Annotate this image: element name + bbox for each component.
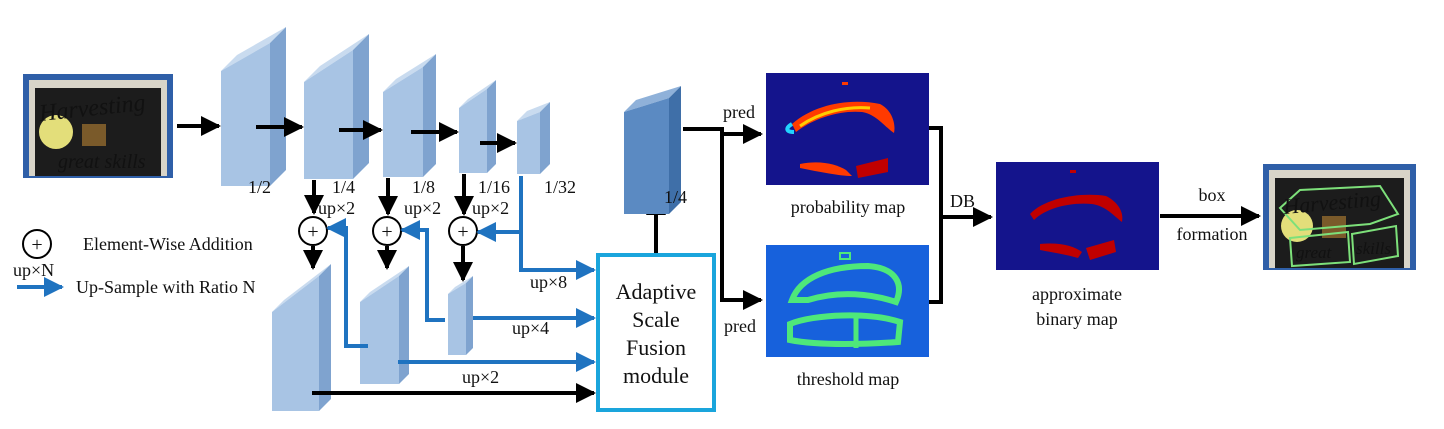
backbone-arrows (177, 116, 517, 153)
backbone-block-4 (459, 80, 496, 173)
output-image-text-bottom-2: skills (1356, 239, 1391, 258)
legend-upsample-symbol: up×N (13, 260, 54, 280)
addition-node-2: + (372, 216, 402, 246)
scale-label-1-8: 1/8 (412, 177, 435, 197)
backbone-block-5 (517, 102, 550, 174)
upsample-arrows (326, 176, 596, 372)
plus-icon: + (31, 234, 42, 256)
scale-label-1-16: 1/16 (478, 177, 510, 197)
fpn-up-label-2: up×2 (404, 198, 441, 218)
asf-label-line-3: Fusion (626, 335, 686, 360)
scale-label-1-32: 1/32 (544, 177, 576, 197)
yellow-circle-icon (39, 115, 73, 149)
legend: + Element-Wise Addition up×N Up-Sample w… (13, 229, 255, 297)
db-label: DB (950, 191, 975, 211)
output-image-text-bottom-1: great (1296, 243, 1333, 262)
plus-icon: + (457, 221, 468, 243)
fpn-up-label-1: up×2 (318, 198, 355, 218)
fusion-label-up8: up×8 (530, 272, 567, 292)
pred-label-bottom: pred (724, 316, 756, 336)
pred-label-top: pred (723, 102, 755, 122)
legend-addition-label: Element-Wise Addition (83, 234, 253, 254)
backbone-block-2 (304, 34, 369, 179)
db-arrows (929, 126, 993, 304)
pred-arrows (683, 124, 763, 310)
fpn-block-1 (272, 264, 331, 411)
lateral-arrows (303, 174, 474, 282)
asf-label-line-1: Adaptive (616, 279, 697, 304)
backbone-block-1 (221, 27, 286, 186)
fused-feature-block (624, 86, 681, 214)
approximate-binary-map-label-line-1: approximate (1032, 284, 1122, 304)
fpn-block-3 (448, 276, 473, 355)
threshold-map (766, 245, 929, 357)
approximate-binary-map-label-line-2: binary map (1036, 309, 1117, 329)
feature-scale-label: 1/4 (664, 187, 687, 207)
asf-module: Adaptive Scale Fusion module (596, 253, 716, 412)
threshold-map-label: threshold map (797, 369, 899, 389)
legend-upsample-label: Up-Sample with Ratio N (76, 277, 255, 297)
plus-icon: + (381, 221, 392, 243)
fusion-label-up2: up×2 (462, 367, 499, 387)
box-formation-label-line-1: box (1199, 185, 1226, 205)
legend-addition-symbol: + (22, 229, 52, 259)
input-image: Harvesting great skills (23, 74, 173, 178)
box-formation-label-line-2: formation (1177, 224, 1248, 244)
probability-map (766, 73, 929, 185)
output-image: Harvesting great skills (1263, 164, 1416, 270)
addition-node-3: + (448, 216, 478, 246)
fpn-up-label-3: up×2 (472, 198, 509, 218)
addition-node-1: + (298, 216, 328, 246)
plus-icon: + (307, 221, 318, 243)
approximate-binary-map (996, 162, 1159, 270)
probability-map-label: probability map (791, 197, 905, 217)
asf-label-line-4: module (623, 363, 689, 388)
fpn-block-2 (360, 266, 409, 384)
asf-label-line-2: Scale (632, 307, 680, 332)
fusion-label-up4: up×4 (512, 318, 549, 338)
scale-label-1-2: 1/2 (248, 177, 271, 197)
input-image-text-bottom: great skills (58, 151, 146, 173)
scale-label-1-4: 1/4 (332, 177, 355, 197)
backbone-block-3 (383, 54, 436, 177)
